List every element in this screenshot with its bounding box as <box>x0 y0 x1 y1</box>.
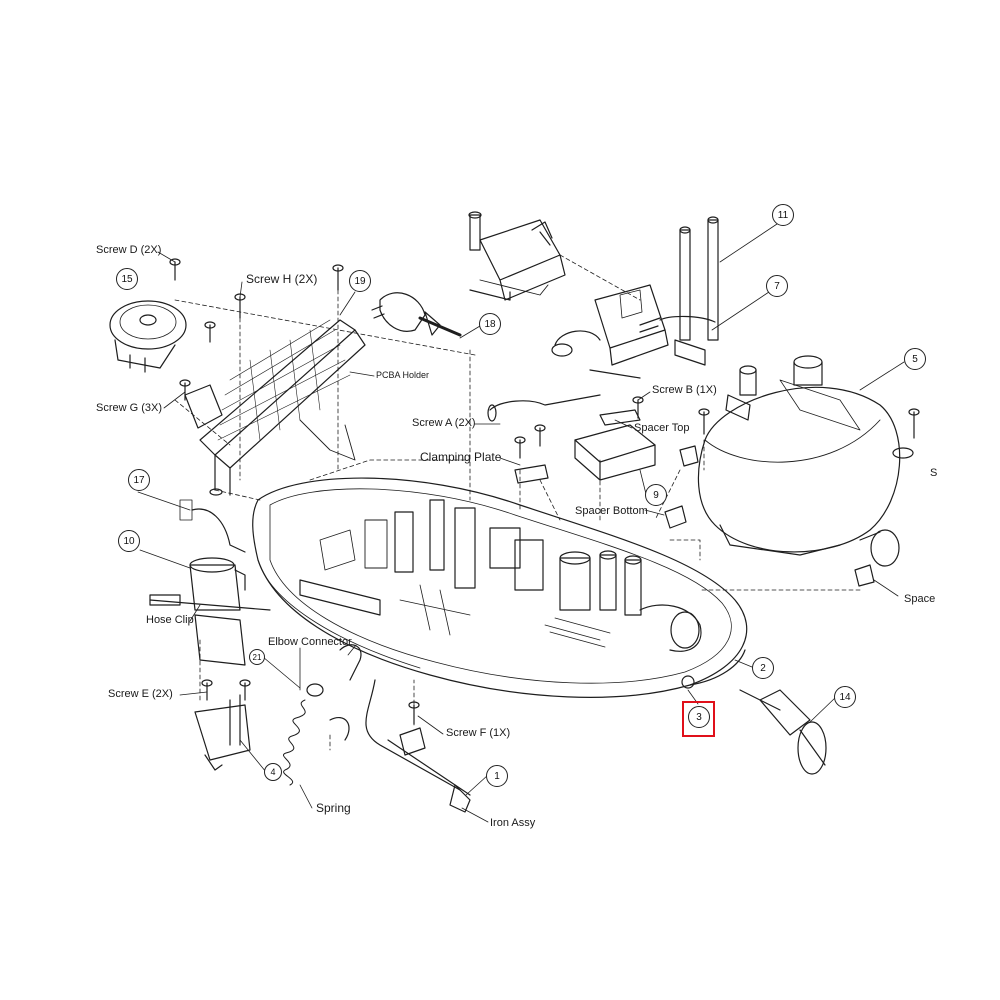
boiler-tank <box>697 355 901 567</box>
callout-9: 9 <box>645 484 667 506</box>
label-screw-b: Screw B (1X) <box>652 384 717 396</box>
screws <box>169 258 920 725</box>
pipe-screw-a <box>489 394 601 411</box>
iron-assembly <box>365 679 471 813</box>
pcba-board <box>184 319 366 496</box>
base-housing <box>252 477 748 698</box>
callout-2: 2 <box>752 657 774 679</box>
callout-3: 3 <box>688 706 710 728</box>
spring <box>283 699 306 786</box>
power-plug <box>371 292 462 337</box>
spacer-top <box>679 445 699 467</box>
elbow-connector-a <box>339 644 362 681</box>
highlight-box <box>682 701 715 737</box>
solenoid-valve <box>149 499 271 666</box>
callout-11: 11 <box>772 204 794 226</box>
heating-element-14 <box>739 689 827 775</box>
label-screw-h: Screw H (2X) <box>246 272 318 286</box>
elbow-connector-b <box>329 717 350 741</box>
label-spring: Spring <box>316 801 351 815</box>
label-spacer-right: Space <box>904 593 936 605</box>
label-s-right: S <box>930 467 938 479</box>
callout-21: 21 <box>249 649 265 665</box>
callout-10: 10 <box>118 530 140 552</box>
spacer-right <box>854 564 875 587</box>
pressure-switch <box>109 300 187 373</box>
label-iron-assy: Iron Assy <box>490 817 536 829</box>
callout-18: 18 <box>479 313 501 335</box>
label-screw-f: Screw F (1X) <box>446 727 511 739</box>
label-pcba-holder: PCBA Holder <box>376 370 430 380</box>
callout-7: 7 <box>766 275 788 297</box>
assembly-lines <box>174 254 861 751</box>
label-spacer-bottom: Spacer Bottom <box>575 505 648 517</box>
pump-middle <box>551 284 669 379</box>
label-screw-g: Screw G (3X) <box>96 402 163 414</box>
callout-19: 19 <box>349 270 371 292</box>
label-clamping-plate: Clamping Plate <box>420 450 502 464</box>
label-hose-clip: Hose Clip <box>146 614 194 626</box>
callout-17: 17 <box>128 469 150 491</box>
callout-4: 4 <box>264 763 282 781</box>
hose-pipes <box>639 216 719 366</box>
label-screw-e: Screw E (2X) <box>108 688 173 700</box>
callout-5: 5 <box>904 348 926 370</box>
callout-1: 1 <box>486 765 508 787</box>
clamping-plate <box>514 464 549 484</box>
bracket-4 <box>194 694 251 771</box>
pump-top <box>468 211 566 301</box>
leader-lines <box>137 221 905 823</box>
label-screw-a: Screw A (2X) <box>412 417 476 429</box>
label-screw-d: Screw D (2X) <box>96 244 162 256</box>
callout-15: 15 <box>116 268 138 290</box>
label-spacer-top: Spacer Top <box>634 422 690 434</box>
label-elbow-connector: Elbow Connector <box>268 636 352 648</box>
callout-14: 14 <box>834 686 856 708</box>
spacer-bottom <box>664 505 687 529</box>
